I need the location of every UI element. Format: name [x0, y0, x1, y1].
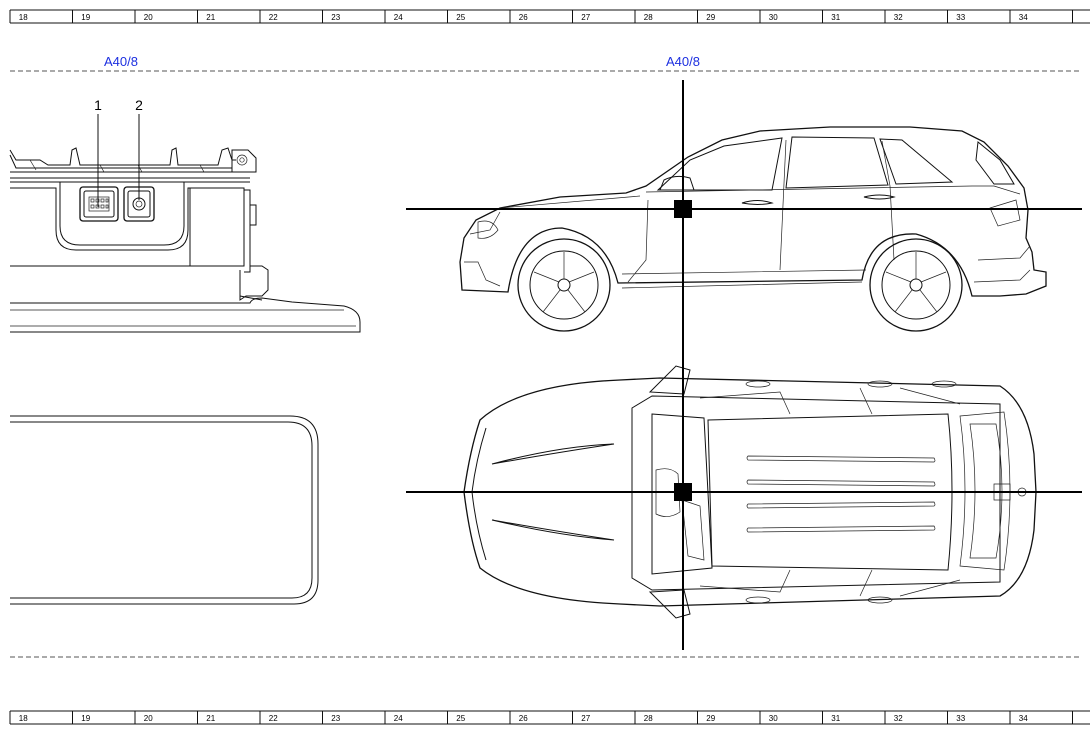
module-closeup-drawing	[9, 147, 361, 605]
ruler-number-bottom: 28	[644, 714, 653, 723]
ruler-number-top: 32	[894, 13, 903, 22]
ruler-number-top: 27	[581, 13, 590, 22]
ruler-number-bottom: 29	[706, 714, 715, 723]
top-grid-ruler: 18 19 20 21 22 23 24 25 26 27 28 29 30 31 32 33 34	[9, 9, 1090, 24]
callout-2: 2	[135, 97, 143, 200]
ruler-number-bottom: 23	[331, 714, 340, 723]
ruler-number-bottom: 27	[581, 714, 590, 723]
callout-1-number: 1	[94, 97, 102, 113]
ruler-number-top: 34	[1019, 13, 1028, 22]
ruler-number-top: 31	[831, 13, 840, 22]
location-marker-top-view	[674, 483, 692, 501]
vehicle-top-view	[463, 365, 1037, 619]
ruler-number-bottom: 25	[456, 714, 465, 723]
ruler-number-top: 22	[269, 13, 278, 22]
ruler-number-top: 18	[19, 13, 28, 22]
callout-1: 1	[94, 97, 102, 207]
ruler-number-bottom: 34	[1019, 714, 1028, 723]
location-marker-side-view	[674, 200, 692, 218]
ruler-number-bottom: 26	[519, 714, 528, 723]
ruler-number-top: 29	[706, 13, 715, 22]
ruler-number-top: 30	[769, 13, 778, 22]
ruler-number-bottom: 20	[144, 714, 153, 723]
ruler-number-top: 26	[519, 13, 528, 22]
ruler-number-bottom: 33	[956, 714, 965, 723]
right-component-title: A40/8	[666, 54, 700, 69]
callout-2-number: 2	[135, 97, 143, 113]
ruler-number-top: 28	[644, 13, 653, 22]
ruler-number-top: 33	[956, 13, 965, 22]
ruler-number-bottom: 19	[81, 714, 90, 723]
left-component-title: A40/8	[104, 54, 138, 69]
ruler-number-bottom: 18	[19, 714, 28, 723]
ruler-number-bottom: 32	[894, 714, 903, 723]
ruler-number-top: 20	[144, 13, 153, 22]
ruler-number-top: 21	[206, 13, 215, 22]
ruler-number-top: 23	[331, 13, 340, 22]
ruler-number-top: 24	[394, 13, 403, 22]
location-crosshair	[406, 80, 1082, 650]
ruler-number-top: 19	[81, 13, 90, 22]
ruler-number-bottom: 22	[269, 714, 278, 723]
bottom-grid-ruler: 18 19 20 21 22 23 24 25 26 27 28 29 30 31 32 33 34	[9, 710, 1090, 725]
ruler-number-bottom: 30	[769, 714, 778, 723]
ruler-number-bottom: 31	[831, 714, 840, 723]
ruler-number-bottom: 24	[394, 714, 403, 723]
ruler-number-bottom: 21	[206, 714, 215, 723]
vehicle-side-view	[459, 126, 1047, 332]
ruler-number-top: 25	[456, 13, 465, 22]
